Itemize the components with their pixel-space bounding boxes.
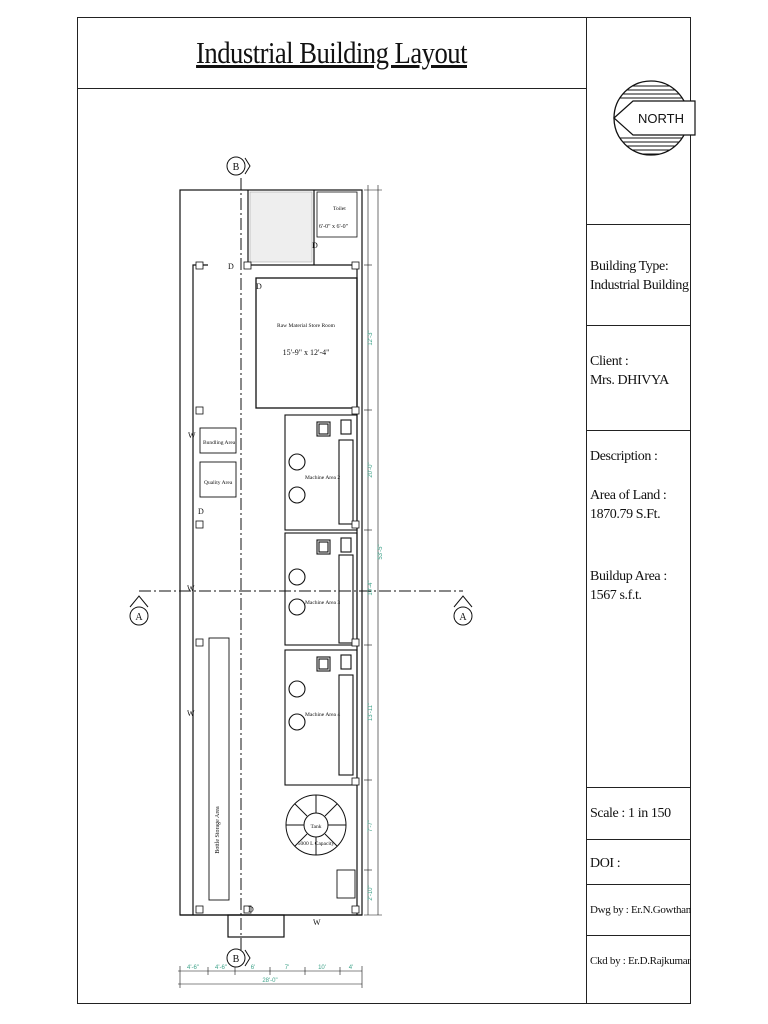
doi-cell: DOI : [587, 840, 691, 885]
section-b-top: B [233, 162, 240, 173]
north-label: NORTH [638, 111, 684, 126]
dim-bottom-4: 7' [285, 965, 289, 971]
dim-right-1: 12'-3" [368, 330, 374, 345]
dim-right-6: 2'-10" [368, 885, 374, 900]
door-label-1: D [228, 262, 234, 271]
bottle-storage-label: Bottle Storage Area [215, 806, 221, 854]
raw-material-store: Raw Material Store Room 15'-9" x 12'-4" … [255, 277, 358, 409]
client-cell: Client : Mrs. DHIVYA [587, 326, 691, 431]
checked-by-cell: Ckd by : Er.D.Rajkumar [587, 936, 691, 1003]
section-arrows [129, 157, 473, 967]
dim-right-5: 7'-7" [368, 820, 374, 832]
north-arrow-cell [587, 18, 691, 225]
door-label-2: D [198, 507, 204, 516]
north-arrow-icon: NORTH [613, 80, 696, 156]
window-label-2: W [187, 584, 195, 593]
drawing-title: Industrial Building Layout [196, 35, 468, 70]
buildup-label: Buildup Area : [590, 569, 667, 584]
bundling-area-label: Bundling Area [203, 440, 236, 446]
building-type-cell: Building Type: Industrial Building [587, 225, 691, 326]
dim-width: 28'-0" [262, 978, 277, 984]
dimension-lines-right [364, 185, 382, 916]
dimension-lines-bottom [178, 966, 363, 988]
section-b-bottom: B [233, 954, 240, 965]
description-label: Description : [590, 449, 658, 464]
drawing-sheet: Industrial Building Layout Building Type… [77, 17, 691, 1004]
dim-bottom-3: 6' [251, 965, 255, 971]
description-cell: Description : Area of Land : 1870.79 S.F… [587, 431, 691, 788]
window-label-3: W [187, 709, 195, 718]
client-value: Mrs. DHIVYA [590, 373, 669, 388]
machine-area-4-label: Machine Area 4 [305, 712, 340, 718]
dim-overall: 53'-5" [378, 544, 384, 559]
dim-right-2: 20'-0" [368, 462, 374, 477]
toilet-door-label: D [312, 241, 318, 250]
dim-right-3: 10'-4" [368, 580, 374, 595]
quality-area-label: Quality Area [204, 480, 233, 486]
tank-capacity: 5000 L Capacity [298, 841, 335, 847]
scale-cell: Scale : 1 in 150 [587, 788, 691, 840]
machine-areas [284, 414, 358, 786]
area-land-label: Area of Land : [590, 488, 667, 503]
client-label: Client : [590, 354, 629, 369]
raw-material-size: 15'-9" x 12'-4" [283, 348, 330, 357]
scale-text: Scale : 1 in 150 [590, 806, 671, 821]
drawn-by-cell: Dwg by : Er.N.Gowtham [587, 885, 691, 936]
dim-bottom-5: 10' [318, 965, 326, 971]
toilet-label: Toilet [333, 206, 346, 212]
machine-area-3-label: Machine Area 3 [305, 600, 340, 606]
toilet-size: 6'-0" x 6'-0" [319, 224, 349, 230]
column-markers [195, 261, 360, 914]
tank-icon [285, 794, 347, 856]
door-label-3: D [248, 905, 254, 914]
window-label-1: W [188, 431, 196, 440]
section-markers [129, 156, 473, 968]
left-rooms [199, 427, 237, 901]
raw-material-label: Raw Material Store Room [277, 323, 336, 329]
area-land-value: 1870.79 S.Ft. [590, 507, 661, 522]
toilet-area: Toilet 6'-0" x 6'-0" D [249, 191, 358, 263]
dim-right-4: 13'-11" [368, 703, 374, 721]
title-block-panel: Building Type: Industrial Building Clien… [586, 18, 691, 1003]
window-label-4: W [313, 918, 321, 927]
dim-bottom-2: 4'-6" [215, 965, 227, 971]
small-room [336, 869, 356, 899]
machine-area-2-label: Machine Area 2 [305, 475, 340, 481]
checked-by-text: Ckd by : Er.D.Rajkumar [590, 955, 691, 967]
section-lines [139, 178, 463, 955]
section-a-right: A [459, 612, 467, 623]
doi-text: DOI : [590, 856, 621, 871]
buildup-value: 1567 s.f.t. [590, 588, 642, 603]
building-type-value: Industrial Building [590, 278, 689, 293]
drawn-by-text: Dwg by : Er.N.Gowtham [590, 904, 691, 916]
dim-bottom-1: 4'-6" [187, 965, 199, 971]
tank-label: Tank [311, 824, 322, 830]
store-door-label: D [256, 282, 262, 291]
dim-bottom-6: 4' [349, 965, 353, 971]
title-band: Industrial Building Layout [78, 18, 586, 89]
building-type-label: Building Type: [590, 259, 669, 274]
section-a-left: A [135, 612, 143, 623]
